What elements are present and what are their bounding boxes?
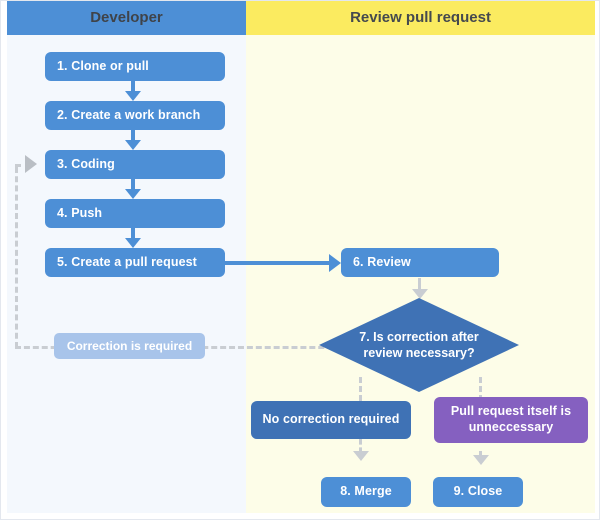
node-step-9-close[interactable]: 9. Close — [433, 477, 523, 507]
feedback-path-vertical — [15, 167, 18, 348]
connector-6-to-7-arrow — [412, 289, 428, 299]
feedback-path-arrow — [25, 155, 37, 173]
connector-7-to-no-correction-line — [359, 377, 362, 401]
connector-2-to-3-line — [131, 129, 135, 145]
swimlane-header-review: Review pull request — [246, 1, 595, 35]
connector-5-to-6-arrow — [329, 254, 341, 272]
node-outcome-no-correction-required[interactable]: No correction required — [251, 401, 411, 439]
connector-6-to-7-line — [418, 278, 421, 292]
node-outcome-unnecessary-line1: Pull request itself is — [450, 404, 572, 419]
feedback-path-into-coding — [15, 164, 33, 167]
node-step-2-create-a-work-branch[interactable]: 2. Create a work branch — [45, 101, 225, 130]
connector-4-to-5-arrow — [125, 238, 141, 248]
connector-7-to-unnecessary-line — [479, 377, 482, 401]
feedback-label-correction-is-required: Correction is required — [54, 333, 205, 359]
node-outcome-pull-request-unneccessary[interactable]: Pull request itself is unneccessary — [434, 397, 588, 443]
node-outcome-unnecessary-line2: unneccessary — [468, 420, 554, 434]
connector-unnecessary-to-close-arrow — [473, 455, 489, 465]
connector-2-to-3-arrow — [125, 140, 141, 150]
connector-no-correction-to-merge-arrow — [353, 451, 369, 461]
connector-3-to-4-arrow — [125, 189, 141, 199]
connector-1-to-2-arrow — [125, 91, 141, 101]
connector-5-to-6-line — [221, 261, 333, 265]
connector-1-to-2-line — [131, 80, 135, 96]
swimlane-header-developer: Developer — [7, 1, 246, 35]
node-step-7-is-correction-after-review-necessary[interactable]: 7. Is correction after review necessary? — [319, 298, 519, 392]
node-step-5-create-a-pull-request[interactable]: 5. Create a pull request — [45, 248, 225, 277]
connector-4-to-5-line — [131, 227, 135, 243]
node-step-1-clone-or-pull[interactable]: 1. Clone or pull — [45, 52, 225, 81]
node-step-8-merge[interactable]: 8. Merge — [321, 477, 411, 507]
diamond-shape — [319, 298, 519, 392]
connector-no-correction-to-merge-line — [359, 439, 362, 453]
node-step-6-review[interactable]: 6. Review — [341, 248, 499, 277]
node-step-4-push[interactable]: 4. Push — [45, 199, 225, 228]
node-step-3-coding[interactable]: 3. Coding — [45, 150, 225, 179]
connector-3-to-4-line — [131, 178, 135, 194]
